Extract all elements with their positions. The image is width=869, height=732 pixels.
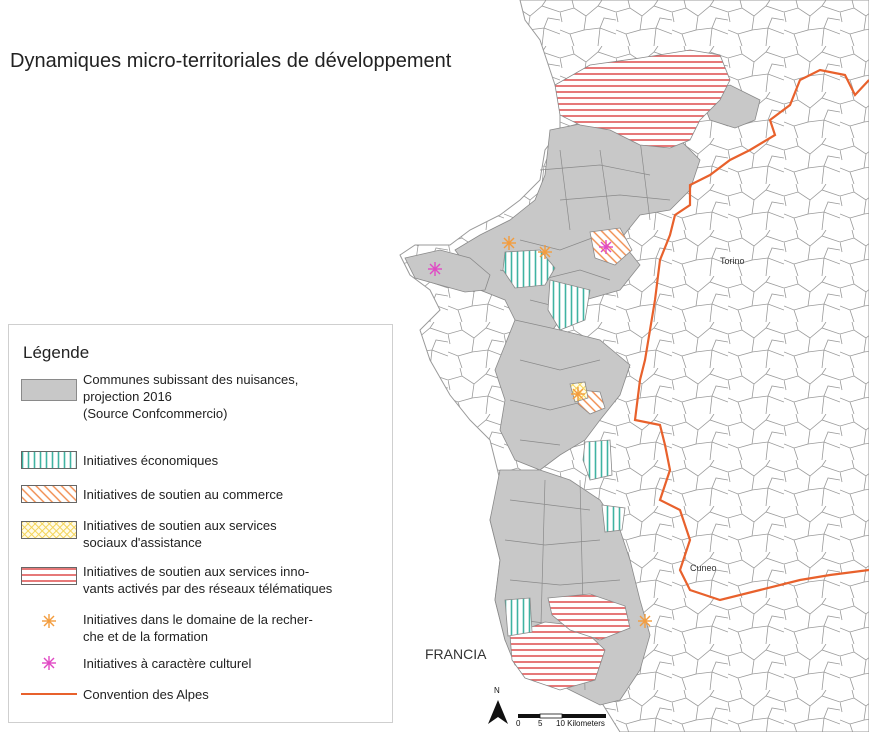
north-label: N bbox=[494, 686, 500, 695]
communes-nuisances-centre bbox=[494, 319, 631, 471]
page-title: Dynamiques micro-territoriales de dévelo… bbox=[10, 50, 452, 72]
legend-title: Légende bbox=[23, 343, 90, 362]
country-label-francia: FRANCIA bbox=[425, 646, 487, 662]
legend-label: vants activés par des réseaux télématiqu… bbox=[83, 581, 333, 596]
research-star-icon bbox=[502, 236, 516, 250]
city-label-cuneo: Cuneo bbox=[690, 563, 717, 573]
zone-economic-2 bbox=[547, 279, 591, 331]
culture-star-icon bbox=[428, 262, 442, 276]
legend-swatch-alps-line bbox=[21, 693, 77, 695]
legend-label: sociaux d'assistance bbox=[83, 535, 202, 550]
zone-economic-3 bbox=[582, 439, 613, 481]
research-star-icon bbox=[571, 387, 585, 401]
legend-label: Communes subissant des nuisances, bbox=[83, 372, 299, 387]
research-star-icon bbox=[42, 614, 56, 628]
legend-swatch-nuisances bbox=[21, 379, 77, 401]
legend-label: Initiatives de soutien aux services bbox=[83, 518, 277, 533]
culture-star-icon bbox=[599, 240, 613, 254]
legend-swatch-commerce bbox=[21, 485, 77, 503]
legend-swatch-economic bbox=[21, 451, 77, 469]
communes-nuisances-west bbox=[404, 249, 491, 293]
city-label-torino: Torino bbox=[720, 256, 745, 266]
scale-tick-5: 5 bbox=[538, 719, 543, 728]
zone-telematic-south-2 bbox=[547, 593, 631, 641]
legend-label: Convention des Alpes bbox=[83, 687, 209, 702]
north-arrow-icon bbox=[488, 700, 508, 724]
legend-label: Initiatives de soutien au commerce bbox=[83, 487, 284, 502]
legend-label: (Source Confcommercio) bbox=[83, 406, 228, 421]
legend-label: che et de la formation bbox=[83, 629, 209, 644]
legend-label: Initiatives dans le domaine de la recher… bbox=[83, 612, 313, 627]
research-star-icon bbox=[538, 245, 552, 259]
zone-telematic-south bbox=[509, 621, 606, 691]
zone-economic-1 bbox=[502, 249, 556, 289]
legend-label: Initiatives à caractère culturel bbox=[83, 656, 252, 671]
culture-star-icon bbox=[42, 656, 56, 670]
legend-label: Initiatives économiques bbox=[83, 453, 219, 468]
alps-convention-line bbox=[633, 68, 869, 602]
zone-economic-5 bbox=[504, 597, 533, 637]
research-star-icon bbox=[638, 614, 652, 628]
legend-swatch-telematic bbox=[21, 567, 77, 585]
scale-tick-0: 0 bbox=[516, 719, 521, 728]
scale-tick-10: 10 Kilometers bbox=[556, 719, 605, 728]
scale-bar bbox=[518, 713, 606, 719]
zone-telematic-north bbox=[554, 49, 731, 149]
legend-swatch-social bbox=[21, 521, 77, 539]
zone-economic-4 bbox=[601, 504, 626, 533]
legend-label: Initiatives de soutien aux services inno… bbox=[83, 564, 310, 579]
legend-panel: Légende Communes subissant des nuisances… bbox=[8, 324, 393, 723]
legend-label: projection 2016 bbox=[83, 389, 172, 404]
